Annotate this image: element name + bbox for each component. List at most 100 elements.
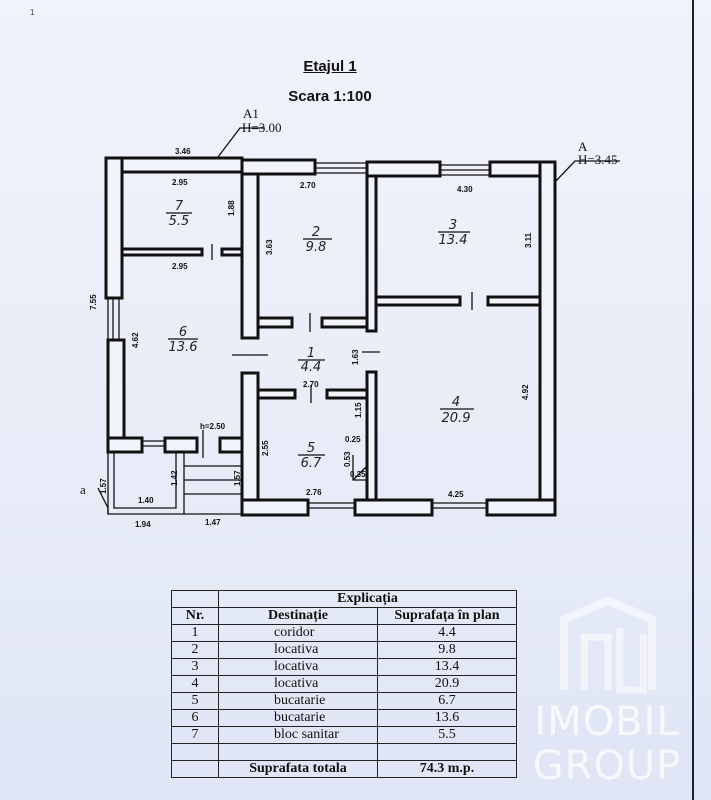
room-number: 1 — [307, 346, 315, 361]
room-number: 3 — [449, 218, 457, 233]
dim-r7-width: 2.95 — [172, 178, 188, 187]
corner-mark: 1 — [30, 8, 35, 17]
dim-r5-niche-4: 0.35 — [350, 470, 366, 479]
room-7: 75.5 — [166, 199, 192, 229]
room-area: 4.4 — [301, 360, 322, 375]
marker-a1: A1 — [243, 106, 259, 121]
cell-destinatie: locativa — [218, 658, 378, 676]
cell-nr: 3 — [171, 658, 219, 676]
cell-destinatie: bucatarie — [218, 692, 378, 710]
dim-porch-width: 1.40 — [138, 496, 154, 505]
cell-destinatie: coridor — [218, 624, 378, 642]
cell-destinatie: bloc sanitar — [218, 726, 378, 744]
room-area: 9.8 — [306, 240, 327, 255]
dim-r3-width: 4.30 — [457, 185, 473, 194]
dim-r6-height: 4.62 — [131, 332, 140, 348]
walls — [104, 156, 557, 517]
dim-r5-height: 2.55 — [261, 440, 270, 456]
header-suprafata: Suprafața în plan — [377, 607, 517, 625]
room-6: 613.6 — [168, 325, 198, 355]
cell-suprafata: 5.5 — [377, 726, 517, 744]
watermark-text: IMOBIL GROUP — [532, 699, 682, 789]
cell-nr: 5 — [171, 692, 219, 710]
dim-r5-niche-1: 1.15 — [354, 402, 363, 418]
room-area: 13.4 — [439, 233, 468, 248]
room-area: 5.5 — [169, 214, 190, 229]
cell-suprafata: 20.9 — [377, 675, 517, 693]
cell-suprafata: 13.6 — [377, 709, 517, 727]
cell-destinatie: locativa — [218, 641, 378, 659]
dim-top-left: 3.46 — [175, 147, 191, 156]
cell-nr: 6 — [171, 709, 219, 727]
windows-doors — [107, 162, 490, 509]
total-value: 74.3 m.p. — [377, 760, 517, 778]
dim-r2-width: 2.70 — [300, 181, 316, 190]
dim-bottom-left: 1.94 — [135, 520, 151, 529]
dim-porch-right: 1.57 — [233, 470, 242, 486]
dim-porch-left: 1.57 — [99, 478, 108, 494]
header-nr: Nr. — [171, 607, 219, 625]
room-number: 4 — [452, 395, 460, 410]
marker-a-height: H=3.45 — [578, 152, 617, 167]
cell-suprafata: 6.7 — [377, 692, 517, 710]
cell-nr: 1 — [171, 624, 219, 642]
dim-bottom-mid: 1.47 — [205, 518, 221, 527]
dim-r2-height: 3.63 — [265, 239, 274, 255]
dim-r5-width: 2.76 — [306, 488, 322, 497]
cell-destinatie: locativa — [218, 675, 378, 693]
room-5: 56.7 — [298, 441, 325, 471]
room-area: 13.6 — [169, 340, 198, 355]
room-1: 14.4 — [298, 346, 325, 375]
scale-label: Scara 1:100 — [288, 88, 372, 105]
dim-r6-width: 2.95 — [172, 262, 188, 271]
legend-title: Explicația — [218, 590, 517, 608]
cell-nr: 7 — [171, 726, 219, 744]
dim-porch-h: h=2.50 — [200, 422, 226, 431]
cell-destinatie: bucatarie — [218, 709, 378, 727]
dim-r3-height: 3.11 — [524, 232, 533, 248]
room-3: 313.4 — [438, 218, 470, 248]
room-labels: 14.4 29.8 313.4 420.9 56.7 613.6 75.5 — [166, 199, 474, 471]
dim-left-total: 7.55 — [89, 294, 98, 310]
page-border-line — [692, 0, 694, 800]
floor-plan: A1 H=3.00 A H=3.45 a 3.46 2.95 1.88 2.95… — [80, 106, 620, 529]
room-4: 420.9 — [440, 395, 474, 426]
dim-r4-width: 4.25 — [448, 490, 464, 499]
room-area: 20.9 — [442, 411, 471, 426]
dim-r5-niche-3: 0.53 — [343, 451, 352, 467]
cell-nr: 4 — [171, 675, 219, 693]
room-area: 6.7 — [301, 456, 322, 471]
cell-suprafata: 13.4 — [377, 658, 517, 676]
header-destinatie: Destinație — [218, 607, 378, 625]
dim-r4-height: 4.92 — [521, 384, 530, 400]
room-number: 2 — [312, 225, 320, 240]
cell-suprafata: 4.4 — [377, 624, 517, 642]
marker-small-a: a — [80, 482, 86, 497]
dim-r7-height: 1.88 — [227, 200, 236, 216]
cell-nr: 2 — [171, 641, 219, 659]
room-number: 7 — [175, 199, 184, 214]
room-2: 29.8 — [303, 225, 332, 255]
floor-title: Etajul 1 — [303, 58, 357, 75]
dim-r1-width: 2.70 — [303, 380, 319, 389]
dim-r1-height: 1.63 — [351, 349, 360, 365]
marker-a1-height: H=3.00 — [242, 120, 281, 135]
dimension-labels: 3.46 2.95 1.88 2.95 7.55 4.62 h=2.50 2.7… — [89, 147, 533, 529]
cell-suprafata: 9.8 — [377, 641, 517, 659]
marker-a: A — [578, 139, 588, 154]
room-number: 5 — [307, 441, 315, 456]
elevation-markers: A1 H=3.00 A H=3.45 a — [80, 106, 620, 497]
total-label: Suprafata totala — [218, 760, 378, 778]
dim-porch-inner: 1.42 — [170, 470, 179, 486]
dim-r5-niche-2: 0.25 — [345, 435, 361, 444]
room-number: 6 — [179, 325, 187, 340]
porch-stairs — [97, 452, 367, 515]
legend-table: Explicația Nr. Destinație Suprafața în p… — [171, 590, 517, 778]
